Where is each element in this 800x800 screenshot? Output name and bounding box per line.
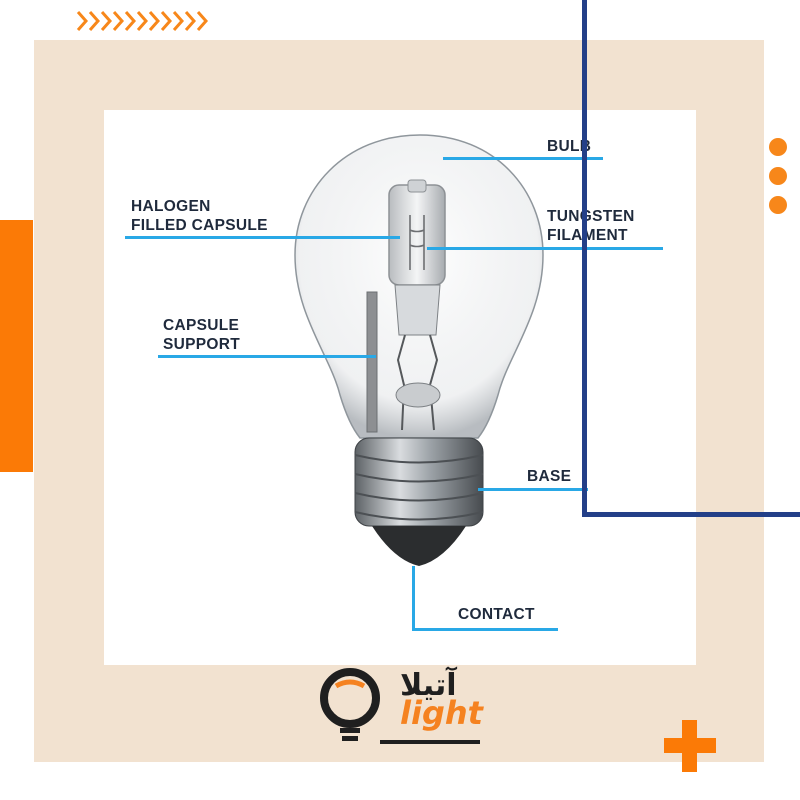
capsule-pinch bbox=[394, 284, 441, 336]
tungsten-leader bbox=[427, 247, 663, 250]
tungsten-filament bbox=[409, 215, 425, 270]
contact-leader-horizontal bbox=[412, 628, 558, 631]
bulb-contact bbox=[372, 526, 466, 566]
logo-text-light: light bbox=[400, 694, 483, 732]
label-halogen-line1: HALOGEN bbox=[131, 198, 211, 215]
logo-underline bbox=[380, 740, 480, 744]
halogen-leader bbox=[125, 236, 400, 239]
base-leader bbox=[478, 488, 588, 491]
label-capsule-line2: SUPPORT bbox=[163, 336, 241, 353]
label-capsule-line1: CAPSULE bbox=[163, 317, 240, 334]
label-base: BASE bbox=[527, 468, 572, 485]
brand-logo bbox=[318, 668, 488, 748]
logo-text-persian: آتیلا bbox=[400, 668, 457, 703]
orange-accent-bar bbox=[0, 220, 33, 472]
bulb-logo-icon bbox=[320, 668, 380, 741]
label-halogen-line2: FILLED CAPSULE bbox=[131, 217, 268, 234]
blue-frame-line bbox=[582, 0, 800, 517]
label-tungsten-line2: FILAMENT bbox=[547, 227, 628, 244]
bulb-leader bbox=[443, 157, 603, 160]
capsule-support-leader bbox=[158, 355, 376, 358]
dots-icon bbox=[769, 138, 787, 214]
chevrons-icon bbox=[76, 11, 209, 31]
label-bulb: BULB bbox=[547, 138, 592, 155]
label-contact: CONTACT bbox=[458, 606, 535, 623]
label-tungsten-line1: TUNGSTEN bbox=[547, 208, 635, 225]
plus-icon bbox=[664, 720, 716, 772]
capsule-support-rod bbox=[366, 291, 378, 433]
contact-leader-vertical bbox=[412, 566, 415, 630]
halogen-capsule bbox=[388, 184, 446, 286]
